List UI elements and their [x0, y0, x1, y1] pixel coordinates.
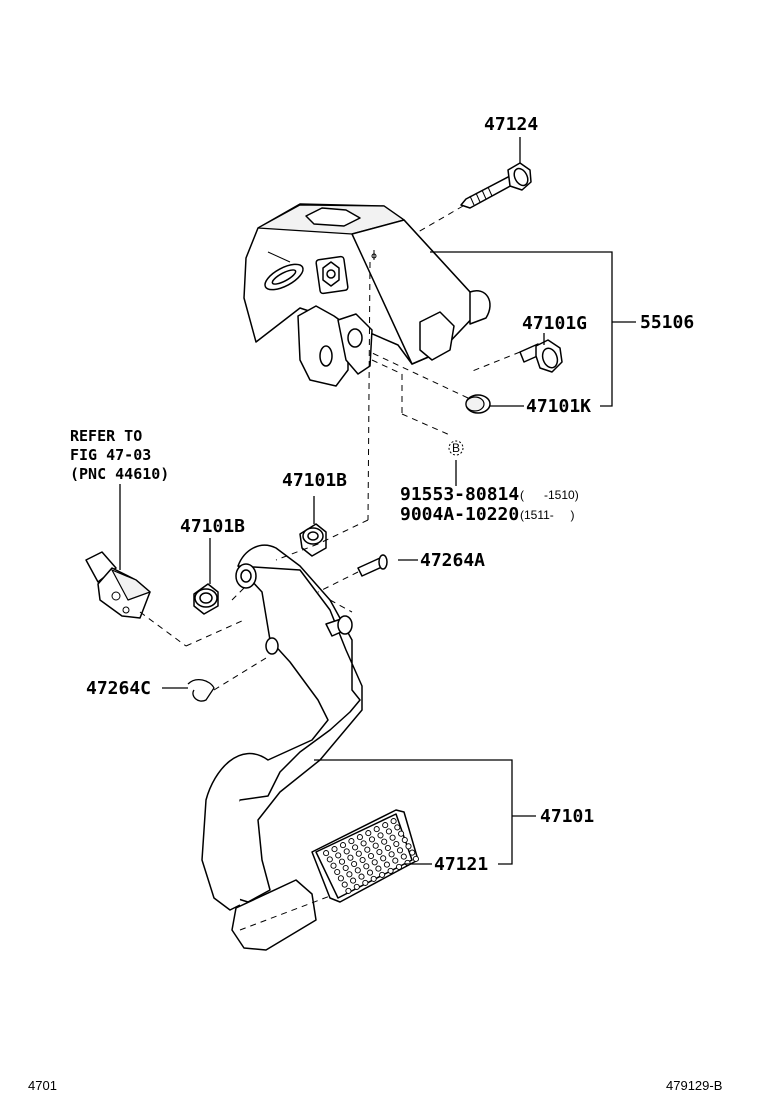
pad-texture-dot [381, 838, 388, 845]
marker-b-letter: B [452, 441, 460, 455]
pad-texture-dot [382, 822, 389, 829]
pad-texture-dot [348, 838, 355, 845]
pad-texture-dot [396, 847, 404, 854]
label-91553-80814: 91553-80814 [400, 484, 519, 505]
pad-texture-dot [387, 867, 394, 874]
pad-texture-dot [373, 826, 380, 833]
pad-texture-dot [412, 855, 419, 862]
brake-pedal-arm-47101-drawing [201, 544, 363, 951]
label-47101: 47101 [540, 806, 594, 827]
label-47264A: 47264A [420, 550, 485, 571]
note-refer-to: REFER TO [70, 427, 142, 445]
pad-texture-dot [367, 852, 375, 860]
pad-texture-dot [341, 881, 348, 888]
pad-texture-dot [337, 875, 344, 882]
pad-texture-dot [356, 834, 363, 841]
pad-texture-dot [323, 850, 330, 857]
pad-texture-dot [355, 850, 362, 857]
pad-texture-dot [376, 848, 383, 856]
pad-texture-dot [331, 846, 338, 853]
pin-47264A-drawing [317, 554, 388, 593]
pad-texture-dot [347, 854, 354, 861]
pad-texture-dot [368, 836, 376, 843]
pad-texture-dot [379, 871, 386, 878]
pad-texture-dot [343, 848, 350, 855]
pad-texture-dot [352, 844, 359, 851]
pad-texture-dot [389, 834, 396, 841]
label-47124: 47124 [484, 114, 538, 135]
label-47101B-lower: 47101B [180, 516, 245, 537]
range-91553: ( -1510) [520, 488, 579, 502]
label-47101K: 47101K [526, 396, 591, 417]
pad-texture-dot [392, 857, 399, 864]
pad-texture-dot [404, 859, 411, 866]
bushing-47101B-upper-drawing [299, 523, 327, 557]
note-pnc: (PNC 44610) [70, 465, 169, 483]
pad-texture-dot [384, 844, 391, 852]
label-47121: 47121 [434, 854, 488, 875]
pad-texture-dot [400, 853, 407, 860]
label-9004A-10220: 9004A-10220 [400, 504, 519, 525]
pad-texture-dot [330, 862, 337, 869]
pad-texture-dot [380, 855, 387, 862]
bolt-47101G-drawing [469, 339, 563, 373]
stop-lamp-switch-drawing [85, 551, 245, 647]
label-47101B-upper: 47101B [282, 470, 347, 491]
pad-texture-dot [385, 828, 392, 835]
pad-texture-dot [363, 863, 370, 870]
pad-texture-dot [346, 871, 353, 878]
pad-texture-dot [364, 846, 371, 853]
label-47101G: 47101G [522, 313, 587, 334]
pad-texture-dot [326, 856, 333, 863]
pad-texture-dot [339, 842, 347, 849]
pad-texture-dot [405, 843, 412, 850]
pad-texture-dot [360, 840, 367, 847]
pad-texture-dot [388, 851, 395, 858]
footer-illustration-id: 479129-B [666, 1078, 722, 1093]
pad-texture-dot [335, 852, 342, 859]
pad-texture-dot [366, 869, 374, 876]
note-fig: FIG 47-03 [70, 446, 151, 464]
pad-texture-dot [350, 877, 357, 884]
footer-fig-number: 4701 [28, 1078, 57, 1093]
pad-texture-dot [398, 830, 405, 837]
pad-texture-dot [409, 849, 416, 856]
pad-texture-dot [372, 842, 379, 849]
pad-texture-dot [353, 883, 360, 890]
pad-texture-dot [345, 887, 352, 894]
pad-texture-dot [358, 873, 365, 880]
pad-texture-dot [383, 861, 390, 868]
pad-texture-dot [334, 868, 341, 876]
label-47264C: 47264C [86, 678, 151, 699]
bolt-47124-drawing [417, 162, 532, 233]
pad-texture-dot [377, 832, 384, 839]
pad-texture-dot [395, 863, 403, 870]
pad-texture-dot [338, 858, 346, 865]
pad-texture-dot [390, 818, 397, 825]
pad-texture-dot [342, 864, 349, 872]
pad-texture-dot [351, 860, 358, 868]
label-55106: 55106 [640, 312, 694, 333]
pad-texture-dot [359, 856, 366, 864]
assembly-dashed-lines [231, 261, 453, 613]
pad-texture-dot [370, 875, 377, 882]
pad-texture-dot [354, 867, 361, 874]
marker-b: B [448, 440, 464, 456]
pad-texture-dot [375, 865, 382, 872]
pad-texture-dot [394, 824, 401, 831]
pad-texture-dot [362, 879, 369, 886]
pad-texture-dot [393, 840, 400, 848]
cap-47101K-drawing [369, 351, 491, 414]
leader-lines [119, 137, 636, 865]
clip-47264C-drawing [187, 657, 267, 702]
bushing-47101B-lower-drawing [193, 583, 219, 615]
pedal-bracket-55106-drawing [243, 203, 491, 387]
range-9004A: (1511- ) [520, 508, 574, 522]
pedal-pad-47121-drawing [311, 809, 419, 903]
pad-texture-dot [401, 836, 408, 844]
pad-texture-dot [365, 830, 372, 837]
pad-texture-dot [371, 859, 378, 866]
